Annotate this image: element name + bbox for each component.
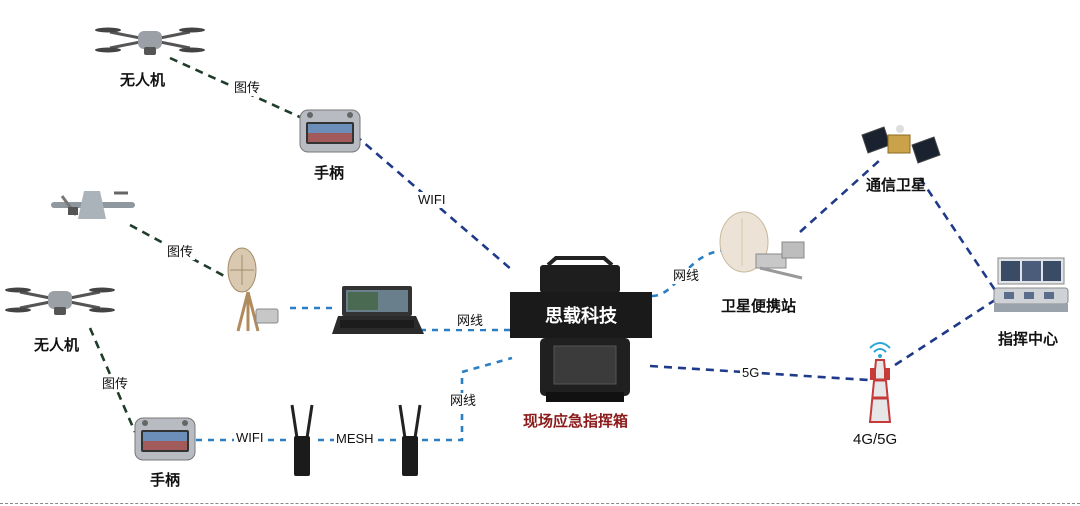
link-tower-center <box>894 298 996 367</box>
satellite-label: 通信卫星 <box>866 177 927 194</box>
link-label-tuchuan-1: 图传 <box>232 80 263 96</box>
command-center-label: 指挥中心 <box>998 331 1059 348</box>
satellite-station-icon <box>719 211 805 280</box>
link-label-5g: 5G <box>740 365 762 381</box>
drone-top-icon <box>95 27 205 55</box>
command-kit-label: 现场应急指挥箱 <box>523 413 629 430</box>
link-satellite-center <box>918 177 997 291</box>
cell-tower-icon <box>868 342 892 423</box>
drone-left-icon <box>5 287 115 315</box>
link-label-mesh: MESH <box>334 431 376 447</box>
mesh-radio-1-icon <box>290 404 314 476</box>
command-kit-icon <box>510 256 652 402</box>
link-kit-tower <box>649 364 869 382</box>
link-label-wifi-top: WIFI <box>416 192 448 208</box>
drone-left-label: 无人机 <box>34 337 80 354</box>
link-label-tuchuan-3: 图传 <box>100 376 131 392</box>
link-label-wangxian-2: 网线 <box>448 393 479 409</box>
mesh-radio-2-icon <box>398 404 422 476</box>
satellite-icon <box>861 125 941 164</box>
tracking-antenna-icon <box>227 247 279 332</box>
fixed-wing-drone-icon <box>51 191 135 219</box>
link-station-satellite <box>799 159 881 233</box>
link-label-wangxian-3: 网线 <box>671 268 702 284</box>
link-fixedwing-antenna <box>129 223 229 280</box>
controller-top-icon <box>299 109 361 153</box>
bottom-divider <box>0 503 1080 504</box>
controller-bottom-icon <box>134 417 196 461</box>
satellite-station-label: 卫星便携站 <box>721 298 797 315</box>
controller-bottom-label: 手柄 <box>150 472 181 489</box>
controller-top-label: 手柄 <box>314 165 345 182</box>
link-label-tuchuan-2: 图传 <box>165 244 196 260</box>
drone-top-label: 无人机 <box>120 72 166 89</box>
tower-label: 4G/5G <box>853 431 898 448</box>
laptop-station-icon <box>332 286 424 334</box>
link-label-wifi-bottom: WIFI <box>234 430 266 446</box>
command-kit-brand: 思载科技 <box>545 306 617 326</box>
link-label-wangxian-1: 网线 <box>455 313 486 329</box>
command-center-icon <box>993 257 1069 312</box>
